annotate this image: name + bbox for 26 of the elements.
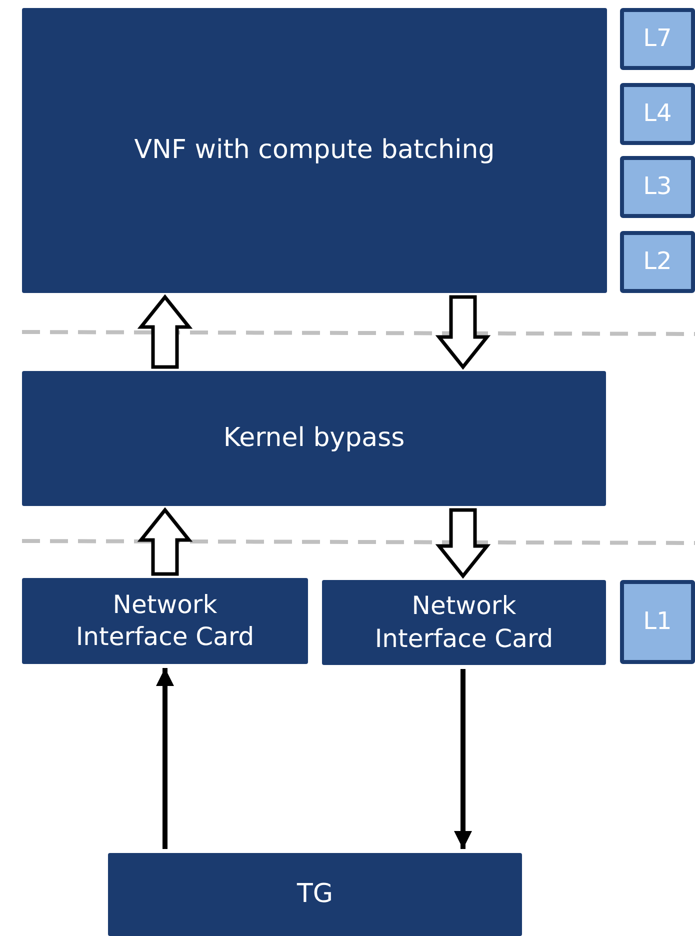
box-label: Network Interface Card — [74, 588, 256, 653]
block-arrow — [137, 294, 193, 369]
box-label: Kernel bypass — [223, 422, 405, 455]
process-box — [22, 578, 308, 664]
layer-box — [620, 83, 695, 145]
box-label: TG — [296, 878, 334, 911]
block-arrow — [137, 507, 193, 576]
block-arrow — [435, 295, 491, 370]
process-box — [108, 853, 522, 936]
box-label: VNF with compute batching — [134, 134, 495, 167]
process-box — [22, 8, 607, 293]
box-label: L2 — [643, 246, 672, 278]
process-box — [322, 580, 606, 665]
block-arrow — [435, 508, 491, 579]
process-box — [22, 371, 606, 506]
layer-box — [620, 8, 695, 70]
box-label: L1 — [643, 606, 672, 638]
box-label: Network Interface Card — [374, 590, 554, 654]
box-label: L3 — [643, 171, 672, 202]
arrow — [454, 669, 472, 849]
box-label: L4 — [643, 98, 672, 130]
arrow — [156, 668, 174, 849]
layer-box — [620, 231, 695, 293]
layer-box — [620, 580, 695, 664]
layer-box — [620, 156, 695, 218]
box-label: L7 — [643, 23, 672, 54]
